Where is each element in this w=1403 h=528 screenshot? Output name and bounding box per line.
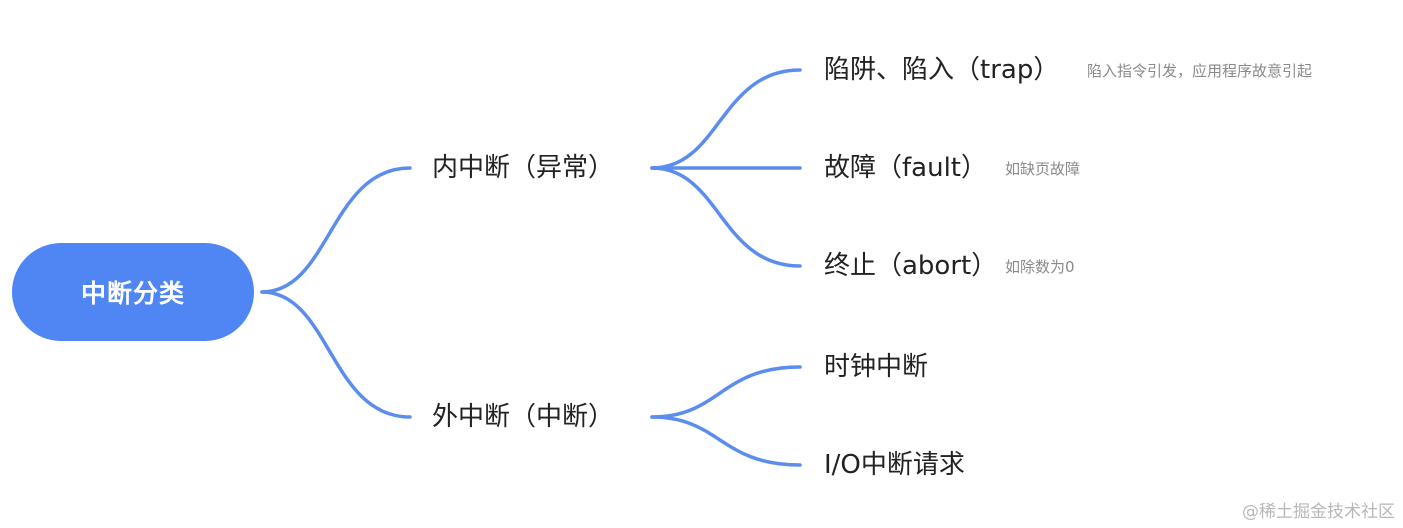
branch-internal-interrupt[interactable]: 内中断（异常） — [432, 153, 614, 183]
leaf-fault-note: 如缺页故障 — [1005, 160, 1081, 178]
connector-internal-to-abort — [650, 166, 802, 268]
leaf-abort[interactable]: 终止（abort） — [824, 251, 997, 281]
watermark: @稀土掘金技术社区 — [1242, 502, 1395, 522]
connector-internal-to-trap — [650, 68, 802, 170]
connector-root-to-internal — [260, 166, 412, 294]
root-node[interactable]: 中断分类 — [12, 243, 254, 341]
leaf-label: 陷阱、陷入（trap） — [824, 55, 1060, 85]
leaf-label: 时钟中断 — [824, 352, 929, 382]
leaf-io-interrupt-request[interactable]: I/O中断请求 — [824, 450, 965, 480]
leaf-abort-note: 如除数为0 — [1005, 258, 1075, 276]
leaf-fault[interactable]: 故障（fault） — [824, 153, 987, 183]
leaf-label: I/O中断请求 — [824, 450, 965, 480]
connector-external-to-io — [650, 415, 802, 467]
root-node-label: 中断分类 — [80, 279, 185, 308]
connector-external-to-clock — [650, 365, 802, 419]
connector-root-to-external — [260, 290, 412, 419]
branch-external-interrupt[interactable]: 外中断（中断） — [432, 402, 614, 432]
leaf-clock-interrupt[interactable]: 时钟中断 — [824, 352, 928, 382]
leaf-trap[interactable]: 陷阱、陷入（trap） — [824, 55, 1059, 85]
leaf-trap-note: 陷入指令引发，应用程序故意引起 — [1087, 62, 1313, 80]
branch-label: 内中断（异常） — [432, 153, 615, 183]
branch-label: 外中断（中断） — [432, 402, 615, 432]
leaf-label: 故障（fault） — [824, 153, 987, 183]
leaf-label: 终止（abort） — [824, 251, 998, 281]
